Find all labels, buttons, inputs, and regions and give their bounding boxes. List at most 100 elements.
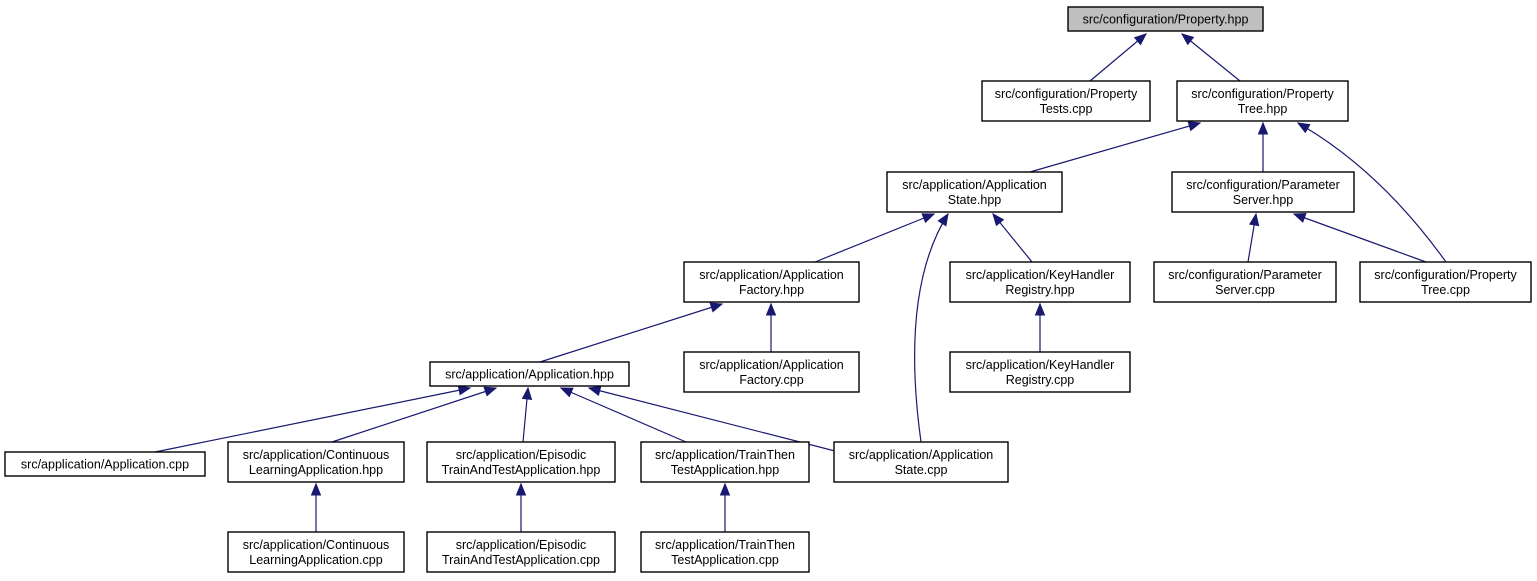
node-property-hpp[interactable]: src/configuration/Property.hpp [1067, 6, 1264, 32]
arrowhead [1296, 122, 1311, 134]
node-episodic-cpp[interactable]: src/application/EpisodicTrainAndTestAppl… [426, 531, 616, 573]
edge-trainthen_cpp-to-trainthen_hpp [719, 482, 731, 532]
node-box[interactable] [949, 351, 1131, 393]
arrowhead [310, 482, 322, 496]
node-label-line: src/configuration/Parameter [1186, 178, 1340, 192]
node-box[interactable] [1153, 261, 1337, 303]
node-trainthen-hpp[interactable]: src/application/TrainThenTestApplication… [640, 441, 810, 483]
node-application-cpp[interactable]: src/application/Application.cpp [4, 451, 206, 477]
edge-trainthen_hpp-to-application_hpp [559, 387, 687, 443]
node-label-line: src/application/Application [699, 268, 844, 282]
edge-parameter_server_hpp-to-property_tree_hpp [1257, 121, 1269, 172]
edge-application_factory_hpp-to-application_state_hpp [814, 213, 936, 263]
node-label-line: TestApplication.hpp [671, 463, 779, 477]
node-box[interactable] [886, 171, 1063, 213]
node-box[interactable] [429, 361, 630, 387]
node-box[interactable] [1359, 261, 1532, 303]
node-box[interactable] [683, 261, 860, 303]
node-label-line: State.cpp [895, 463, 948, 477]
node-label-line: Tree.hpp [1238, 102, 1288, 116]
arrowhead [937, 212, 949, 227]
edge-line [1029, 122, 1201, 173]
arrowhead [921, 213, 936, 224]
node-label-line: Registry.cpp [1006, 373, 1075, 387]
arrowhead [521, 386, 533, 400]
arrowhead [515, 482, 527, 496]
arrowhead [765, 302, 777, 316]
edge-line [331, 387, 497, 443]
node-label-line: TestApplication.cpp [671, 553, 779, 567]
node-box[interactable] [833, 441, 1009, 483]
edge-application_factory_cpp-to-application_factory_hpp [765, 302, 777, 352]
node-application-hpp[interactable]: src/application/Application.hpp [429, 361, 630, 387]
node-box[interactable] [1067, 6, 1264, 32]
edge-line [1089, 33, 1147, 82]
arrowhead [1257, 121, 1269, 135]
arrowhead [1292, 212, 1307, 223]
node-label-line: src/application/Episodic [456, 448, 587, 462]
arrowhead [559, 387, 574, 398]
node-continuous-cpp[interactable]: src/application/ContinuousLearningApplic… [227, 531, 405, 573]
edge-application_state_hpp-to-property_tree_hpp [1029, 121, 1202, 173]
node-label-line: Tree.cpp [1421, 283, 1470, 297]
edge-application_hpp-to-application_factory_hpp [539, 302, 724, 363]
node-box[interactable] [227, 531, 405, 573]
node-episodic-hpp[interactable]: src/application/EpisodicTrainAndTestAppl… [426, 441, 616, 483]
node-box[interactable] [1176, 80, 1349, 122]
edge-line [1297, 122, 1447, 263]
node-label-line: Server.hpp [1233, 193, 1294, 207]
edge-application_state_cpp-to-application_state_hpp [914, 212, 949, 443]
edges-layer [154, 33, 1447, 532]
node-trainthen-cpp[interactable]: src/application/TrainThenTestApplication… [640, 531, 810, 573]
node-box[interactable] [640, 441, 810, 483]
node-box[interactable] [640, 531, 810, 573]
node-box[interactable] [426, 531, 616, 573]
node-label-line: src/configuration/Property [1191, 87, 1334, 101]
arrowhead [719, 482, 731, 496]
edge-property_tree_cpp-to-parameter_server_hpp [1292, 212, 1427, 263]
node-label-line: TrainAndTestApplication.hpp [442, 463, 601, 477]
edge-property_tests_cpp-to-property_hpp [1089, 33, 1148, 82]
arrowhead [587, 385, 602, 396]
edge-line [560, 387, 687, 443]
node-label-line: Factory.hpp [739, 283, 804, 297]
node-label-line: Registry.hpp [1005, 283, 1074, 297]
edge-line [539, 303, 723, 363]
node-label-line: src/application/TrainThen [655, 448, 795, 462]
node-box[interactable] [4, 451, 206, 477]
node-box[interactable] [227, 441, 405, 483]
node-label-line: src/application/Application.cpp [21, 458, 189, 472]
arrowhead [1133, 33, 1148, 46]
edge-property_tree_cpp-to-property_tree_hpp [1296, 122, 1447, 263]
arrowhead [457, 385, 472, 396]
node-box[interactable] [949, 261, 1131, 303]
node-label-line: Tests.cpp [1040, 102, 1093, 116]
node-box[interactable] [1171, 171, 1355, 213]
node-label-line: LearningApplication.cpp [249, 553, 382, 567]
node-box[interactable] [426, 441, 616, 483]
arrowhead [709, 302, 724, 313]
arrowhead [483, 386, 498, 397]
node-label-line: src/application/Application [902, 178, 1047, 192]
node-label-line: State.hpp [948, 193, 1002, 207]
node-box[interactable] [981, 80, 1151, 122]
arrowhead [1034, 302, 1046, 316]
node-label-line: src/application/Application [699, 358, 844, 372]
node-label-line: src/application/Application.hpp [445, 368, 614, 382]
edge-line [154, 387, 471, 453]
edge-episodic_cpp-to-episodic_hpp [515, 482, 527, 532]
node-continuous-hpp[interactable]: src/application/ContinuousLearningApplic… [227, 441, 405, 483]
node-box[interactable] [683, 351, 860, 393]
node-label-line: TrainAndTestApplication.cpp [442, 553, 600, 567]
